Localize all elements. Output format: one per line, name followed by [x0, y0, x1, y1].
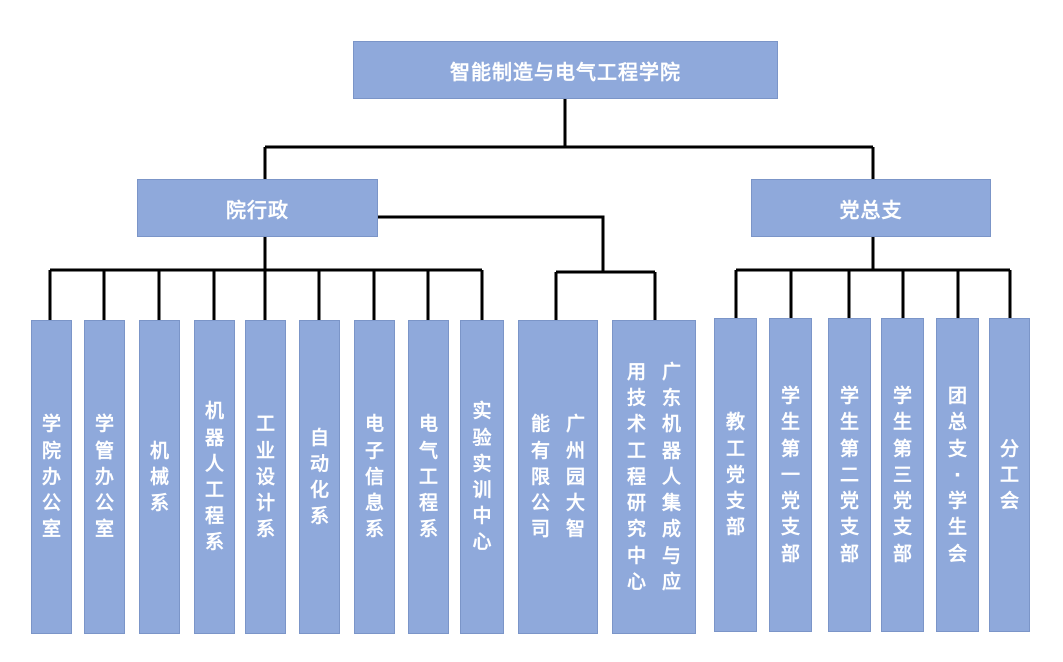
company-column: 能有限公司 [530, 413, 550, 541]
unit-robotics-dept: 机器人工程系 [194, 320, 235, 634]
unit-label: 工业设计系 [255, 413, 275, 541]
party-label: 党总支 [839, 197, 903, 222]
unit-label: 分工会 [999, 437, 1019, 513]
unit-student-branch-1: 学生第一党支部 [769, 318, 812, 632]
connector-root [263, 98, 875, 179]
unit-industrial-design-dept: 工业设计系 [245, 320, 286, 634]
unit-trade-union: 分工会 [989, 318, 1030, 632]
party-box: 党总支 [751, 179, 991, 237]
unit-label: 电气工程系 [418, 413, 438, 541]
connector-party [734, 237, 1012, 320]
company-column: 用技术工程研究中心 [626, 361, 646, 593]
unit-label: 学管办公室 [94, 413, 114, 541]
unit-label: 教工党支部 [725, 411, 745, 539]
unit-label: 自动化系 [309, 426, 329, 528]
unit-electronic-info-dept: 电子信息系 [354, 320, 395, 634]
college-label: 智能制造与电气工程学院 [450, 59, 681, 84]
unit-automation-dept: 自动化系 [299, 320, 340, 634]
admin-box: 院行政 [137, 179, 378, 237]
company-robot-research-center: 广东机器人集成与应 用技术工程研究中心 [612, 320, 696, 634]
unit-label: 机器人工程系 [204, 400, 224, 554]
unit-mechanical-dept: 机械系 [139, 320, 180, 634]
college-box: 智能制造与电气工程学院 [353, 41, 778, 99]
unit-label: 学生第一党支部 [780, 385, 800, 565]
unit-electrical-eng-dept: 电气工程系 [408, 320, 449, 634]
unit-youth-league-student-union: 团总支·学生会 [936, 318, 979, 632]
unit-label: 实验实训中心 [472, 400, 492, 554]
connector-companies [377, 215, 657, 320]
unit-label: 学院办公室 [41, 413, 61, 541]
company-column: 广州园大智 [566, 413, 586, 541]
unit-college-office: 学院办公室 [31, 320, 72, 634]
unit-faculty-branch: 教工党支部 [714, 318, 757, 632]
unit-label: 团总支·学生会 [947, 385, 967, 565]
admin-label: 院行政 [226, 197, 289, 222]
unit-label: 电子信息系 [364, 413, 384, 541]
unit-training-center: 实验实训中心 [460, 320, 504, 634]
connector-admin [48, 237, 484, 320]
unit-student-affairs-office: 学管办公室 [84, 320, 125, 634]
unit-label: 学生第三党支部 [892, 385, 912, 565]
company-guangzhou-yuanda: 广州园大智 能有限公司 [518, 320, 598, 634]
company-column: 广东机器人集成与应 [662, 361, 682, 593]
unit-student-branch-2: 学生第二党支部 [828, 318, 871, 632]
unit-student-branch-3: 学生第三党支部 [881, 318, 924, 632]
unit-label: 学生第二党支部 [839, 385, 859, 565]
unit-label: 机械系 [149, 439, 169, 515]
